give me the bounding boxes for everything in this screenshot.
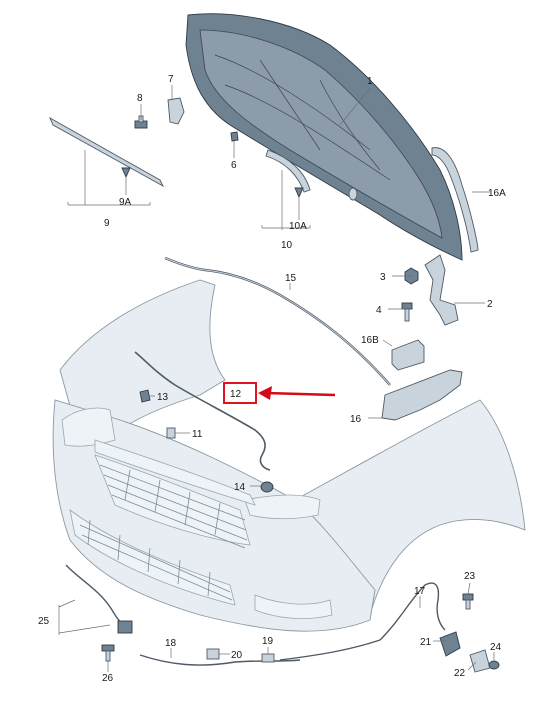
bolt-4 (401, 302, 413, 322)
label-15: 15 (285, 273, 297, 284)
clip-13 (139, 389, 151, 403)
nut-24 (488, 660, 500, 670)
label-1: 1 (367, 76, 373, 87)
label-16b: 16B (361, 335, 379, 346)
release-cable-18 (139, 654, 301, 666)
clip-10a (294, 187, 304, 199)
label-24: 24 (490, 642, 502, 653)
label-22: 22 (454, 668, 466, 679)
cable-end-25 (117, 620, 133, 634)
clip-19 (261, 653, 275, 663)
label-25: 25 (38, 616, 50, 627)
clip-6 (230, 131, 239, 142)
label-4: 4 (376, 305, 382, 316)
holder-7 (167, 97, 185, 125)
seal-strip-9 (49, 116, 165, 188)
release-cable-12 (134, 351, 271, 471)
label-10: 10 (281, 240, 293, 251)
hood-prop-rod-highlight (164, 257, 391, 386)
label-17: 17 (414, 586, 426, 597)
car-front-body (52, 279, 526, 632)
label-13: 13 (157, 392, 169, 403)
bracket-16 (381, 369, 463, 421)
clip-20 (206, 648, 220, 660)
highlight-arrow-head (258, 386, 272, 400)
highlight-arrow-shaft (265, 391, 336, 397)
label-26: 26 (102, 673, 114, 684)
highlight-box (223, 382, 257, 404)
label-6: 6 (231, 160, 237, 171)
lock-21 (439, 631, 461, 657)
clip-9a (121, 167, 131, 179)
release-cable-17 (279, 582, 446, 661)
highlight-callout-12 (223, 382, 336, 404)
label-23: 23 (464, 571, 476, 582)
seal-strip-10 (265, 149, 311, 193)
pin-11 (166, 427, 176, 439)
part-labels: 1 2 3 4 6 7 8 9 9A 10 10A 11 12 13 14 15… (38, 74, 506, 684)
hinge-2 (424, 254, 459, 326)
buffer-16b (391, 339, 425, 371)
label-2: 2 (487, 299, 493, 310)
label-8: 8 (137, 93, 143, 104)
grommet-14 (260, 481, 274, 493)
label-19: 19 (262, 636, 274, 647)
hood-part-1 (185, 13, 463, 261)
leader-lines (58, 85, 495, 672)
grille-lines (99, 464, 248, 549)
label-10a: 10A (289, 221, 307, 232)
label-9a: 9A (119, 197, 132, 208)
right-fender (294, 399, 526, 616)
headlight (244, 494, 321, 520)
lower-grille-lines (79, 519, 233, 601)
label-18: 18 (165, 638, 177, 649)
hood-seal-16a (431, 147, 479, 253)
label-21: 21 (420, 637, 432, 648)
label-16a: 16A (488, 188, 506, 199)
left-headlight (61, 407, 116, 447)
bolt-23 (462, 593, 474, 610)
label-3: 3 (380, 272, 386, 283)
label-20: 20 (231, 650, 243, 661)
fog-lamp-housing (254, 594, 333, 619)
hood-inner-frame (199, 29, 443, 239)
label-12: 12 (230, 389, 242, 400)
label-7: 7 (168, 74, 174, 85)
lock-part-22 (469, 649, 491, 673)
label-14: 14 (234, 482, 246, 493)
hood-ribs (214, 54, 391, 181)
label-16: 16 (350, 414, 362, 425)
grommet-5 (348, 187, 358, 201)
label-11: 11 (192, 429, 203, 440)
lock-carrier (94, 439, 256, 506)
screw-26 (101, 644, 115, 662)
label-9: 9 (104, 218, 110, 229)
